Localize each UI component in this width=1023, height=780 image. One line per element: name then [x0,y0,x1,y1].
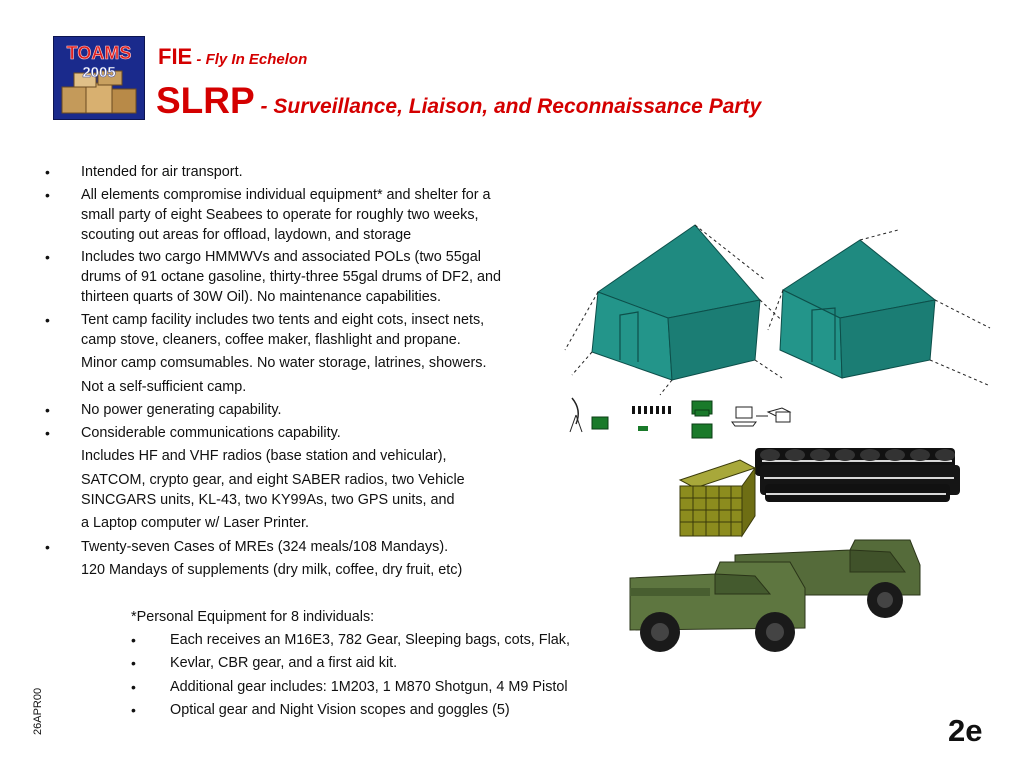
body-line: Twenty-seven Cases of MREs (324 meals/10… [81,539,449,555]
fie-expansion: Fly In Echelon [205,51,308,68]
bullet-marker: • [45,164,50,180]
bullet-marker: • [131,702,136,718]
body-line: Minor camp comsumables. No water storage… [81,355,487,371]
body-line: camp stove, cleaners, coffee maker, flas… [81,332,461,348]
bullet-marker: • [45,249,50,265]
fie-abbreviation: FIE [158,44,193,69]
body-line: Not a self-sufficient camp. [81,379,247,395]
bullet-marker: • [45,425,50,441]
personal-equipment-item: Optical gear and Night Vision scopes and… [170,702,510,718]
svg-text:2005: 2005 [82,64,115,81]
body-line: 120 Mandays of supplements (dry milk, co… [81,562,463,578]
mre-crate-icon [678,459,757,538]
body-line: Tent camp facility includes two tents an… [81,312,485,328]
body-line: Includes HF and VHF radios (base station… [81,448,447,464]
personal-equipment-item: Additional gear includes: 1M203, 1 M870 … [170,679,568,695]
bullet-marker: • [45,402,50,418]
svg-text:TOAMS: TOAMS [67,43,132,63]
toams-logo: TOAMS 2005 [53,36,145,120]
body-line: thirteen quarts of 30W Oil). No maintena… [81,289,441,305]
radio-icon [632,406,671,431]
personal-equipment-heading: *Personal Equipment for 8 individuals: [131,609,375,625]
slide-title-line: SLRP - Surveillance, Liaison, and Reconn… [156,80,761,122]
body-line: Intended for air transport. [81,164,243,180]
body-line: All elements compromise individual equip… [81,187,491,203]
bullet-marker: • [45,312,50,328]
laptop-icon [731,406,757,427]
slrp-expansion: Surveillance, Liaison, and Reconnaissanc… [273,95,762,118]
equipment-illustration [564,224,991,652]
tent-icon [564,224,791,396]
radio-icon [691,400,713,439]
satellite-dish-icon [569,397,583,433]
body-line: SATCOM, crypto gear, and eight SABER rad… [81,472,465,488]
body-line: Includes two cargo HMMWVs and associated… [81,249,481,265]
personal-equipment-item: Kevlar, CBR gear, and a first aid kit. [170,655,398,671]
bullet-marker: • [131,655,136,671]
hmmwv-icon [629,561,806,652]
slide-subtitle-line: FIE - Fly In Echelon [158,44,307,70]
slrp-abbreviation: SLRP [156,80,255,121]
body-line: SINCGARS units, KL-43, two KY99As, two G… [81,492,455,508]
printer-icon [766,407,792,423]
fuel-drum-icon [755,448,960,502]
body-line: drums of 91 octane gasoline, thirty-thre… [81,269,501,285]
body-line: scouting out areas for offload, laydown,… [81,227,412,243]
title-separator: - [254,95,274,118]
bullet-marker: • [45,539,50,555]
title-separator: - [192,51,206,68]
date-code: 26APR00 [32,687,44,735]
bullet-marker: • [131,632,136,648]
page-number: 2e [948,713,983,748]
radio-icon [591,416,609,430]
body-line: a Laptop computer w/ Laser Printer. [81,515,309,531]
body-line: No power generating capability. [81,402,282,418]
personal-equipment-item: Each receives an M16E3, 782 Gear, Sleepi… [170,632,570,648]
bullet-marker: • [45,187,50,203]
body-line: Considerable communications capability. [81,425,341,441]
tent-icon [767,229,991,386]
bullet-marker: • [131,679,136,695]
body-line: small party of eight Seabees to operate … [81,207,479,223]
